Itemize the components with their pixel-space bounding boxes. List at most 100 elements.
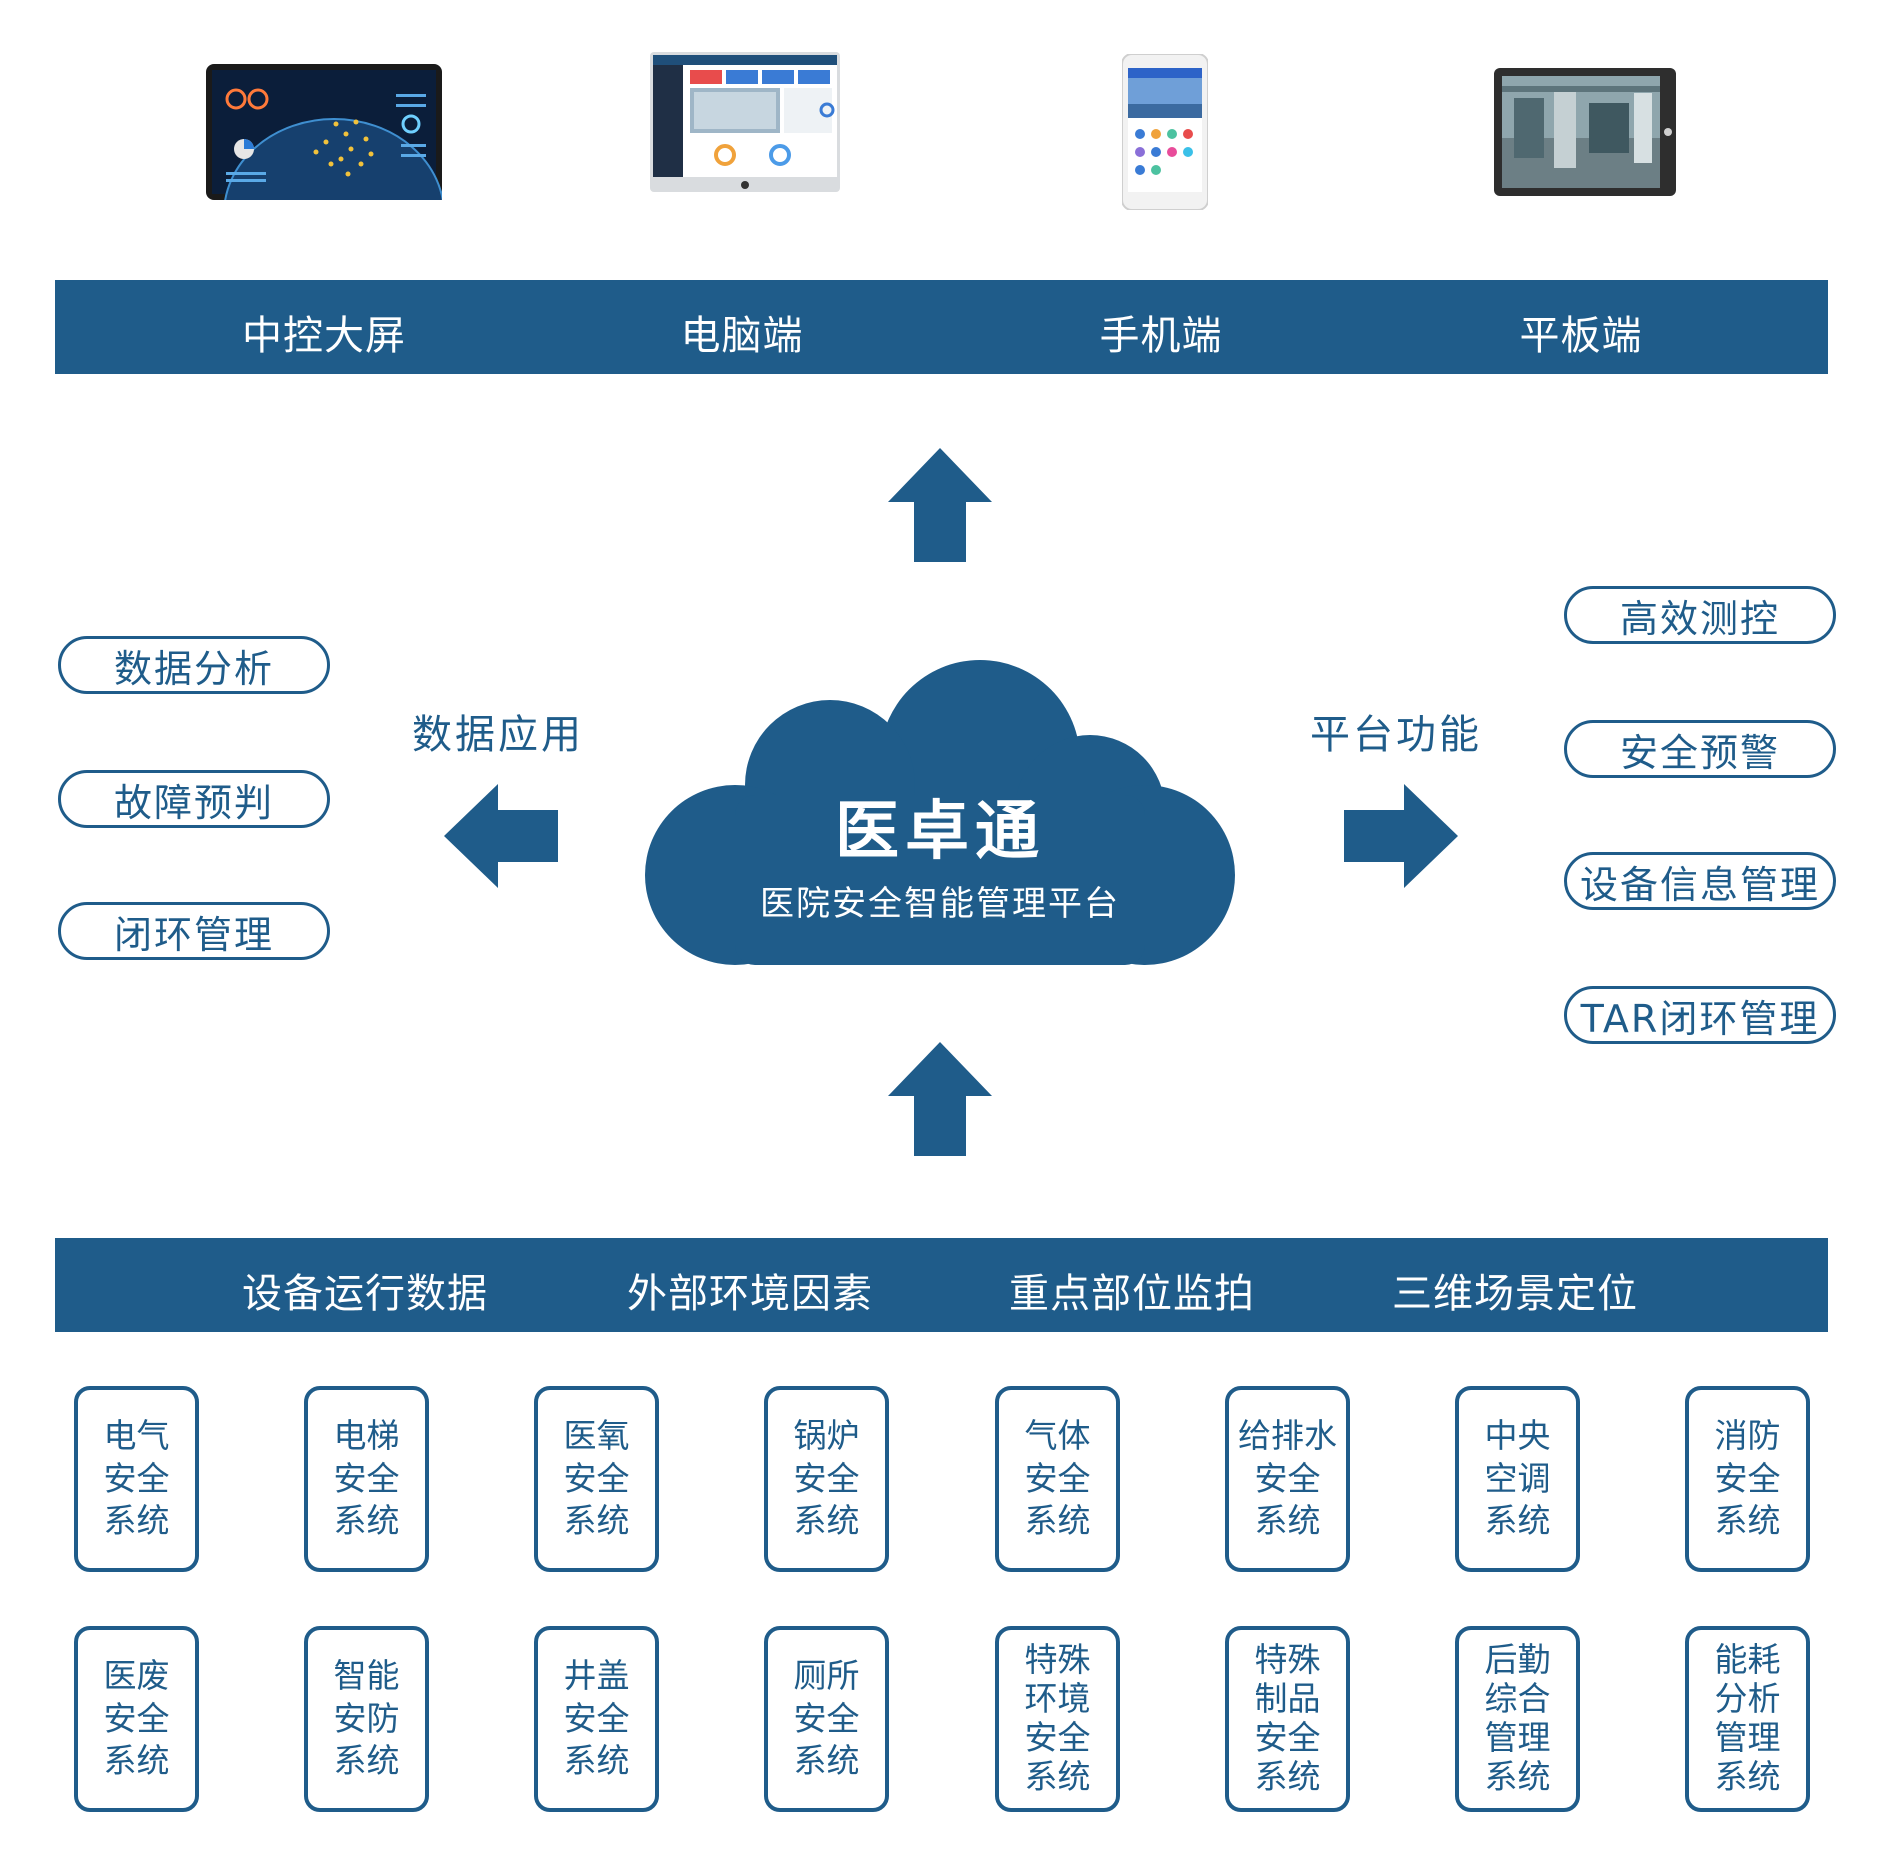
- arrow-right-icon: [1344, 784, 1458, 888]
- data-source-banner: 设备运行数据 外部环境因素 重点部位监拍 三维场景定位: [55, 1238, 1828, 1332]
- platform-functions-title: 平台功能: [1310, 712, 1482, 758]
- subsystem-text: 电梯: [333, 1415, 400, 1455]
- subsystem-box: 气体 安全 系统: [995, 1386, 1120, 1572]
- subsystem-text: 管理: [1484, 1718, 1551, 1757]
- desktop-dashboard-illustration: [650, 52, 840, 192]
- subsystem-text: 电气: [103, 1415, 170, 1455]
- subsystem-text: 系统: [1714, 1501, 1781, 1541]
- terminal-banner: 中控大屏 电脑端 手机端 平板端: [55, 280, 1828, 374]
- subsystem-box: 消防 安全 系统: [1685, 1386, 1810, 1572]
- subsystem-text: 系统: [793, 1741, 860, 1781]
- arrow-left-icon: [444, 784, 558, 888]
- subsystem-text: 医氧: [563, 1415, 630, 1455]
- platform-function-item: 设备信息管理: [1564, 852, 1836, 910]
- subsystem-text: 安全: [1254, 1458, 1321, 1498]
- subsystem-text: 安全: [1024, 1458, 1091, 1498]
- subsystem-text: 系统: [1484, 1756, 1551, 1796]
- subsystem-text: 安全: [1254, 1718, 1321, 1757]
- subsystem-text: 特殊: [1254, 1640, 1321, 1680]
- subsystem-text: 安全: [563, 1458, 630, 1498]
- tablet-equipment-room-illustration: [1494, 68, 1676, 196]
- cloud-shape: [645, 660, 1235, 965]
- subsystem-box: 中央 空调 系统: [1455, 1386, 1580, 1572]
- subsystem-text: 安全: [793, 1458, 860, 1498]
- platform-function-item: 安全预警: [1564, 720, 1836, 778]
- data-source-label: 三维场景定位: [1392, 1271, 1638, 1317]
- data-application-item: 故障预判: [58, 770, 330, 828]
- arrow-up-top-icon: [888, 448, 992, 562]
- subsystem-box: 电梯 安全 系统: [304, 1386, 429, 1572]
- subsystem-box: 特殊 制品 安全 系统: [1225, 1626, 1350, 1812]
- data-application-item: 闭环管理: [58, 902, 330, 960]
- subsystem-text: 系统: [333, 1741, 400, 1781]
- tablet-device-image: [1494, 68, 1676, 196]
- mobile-app-illustration: [1121, 53, 1209, 211]
- subsystem-box: 医废 安全 系统: [74, 1626, 199, 1812]
- subsystem-text: 安全: [1714, 1458, 1781, 1498]
- mobile-phone-device-image: [1121, 53, 1209, 211]
- platform-function-item: TAR闭环管理: [1564, 986, 1836, 1044]
- arrow-up-bottom-icon: [888, 1042, 992, 1156]
- terminal-label-large-screen: 中控大屏: [242, 313, 406, 359]
- subsystem-text: 安防: [333, 1698, 400, 1738]
- subsystem-text: 管理: [1714, 1718, 1781, 1757]
- subsystem-text: 综合: [1484, 1679, 1551, 1719]
- subsystem-text: 安全: [793, 1698, 860, 1738]
- data-source-label: 设备运行数据: [242, 1271, 488, 1317]
- subsystem-text: 中央: [1484, 1415, 1551, 1455]
- subsystem-box: 后勤 综合 管理 系统: [1455, 1626, 1580, 1812]
- subsystem-text: 系统: [563, 1501, 630, 1541]
- subsystem-text: 分析: [1714, 1679, 1781, 1719]
- subsystem-text: 系统: [1484, 1501, 1551, 1541]
- subsystem-text: 医废: [103, 1655, 170, 1695]
- platform-subtitle: 医院安全智能管理平台: [760, 884, 1120, 924]
- subsystem-text: 系统: [1254, 1501, 1321, 1541]
- subsystem-text: 消防: [1714, 1415, 1781, 1455]
- subsystem-box: 特殊 环境 安全 系统: [995, 1626, 1120, 1812]
- subsystem-text: 后勤: [1484, 1640, 1551, 1680]
- subsystem-text: 系统: [563, 1741, 630, 1781]
- subsystem-box: 能耗 分析 管理 系统: [1685, 1626, 1810, 1812]
- data-source-label: 外部环境因素: [627, 1271, 873, 1317]
- subsystem-text: 气体: [1024, 1415, 1091, 1455]
- subsystem-text: 安全: [563, 1698, 630, 1738]
- subsystem-box: 给排水 安全 系统: [1225, 1386, 1350, 1572]
- subsystem-text: 制品: [1254, 1679, 1321, 1719]
- subsystem-box: 井盖 安全 系统: [534, 1626, 659, 1812]
- subsystem-text: 系统: [1024, 1501, 1091, 1541]
- subsystem-text: 给排水: [1238, 1415, 1337, 1455]
- subsystem-box: 厕所 安全 系统: [764, 1626, 889, 1812]
- subsystem-text: 系统: [793, 1501, 860, 1541]
- data-application-title: 数据应用: [412, 712, 584, 758]
- subsystem-box: 智能 安防 系统: [304, 1626, 429, 1812]
- subsystem-text: 井盖: [563, 1655, 630, 1695]
- subsystem-text: 环境: [1024, 1679, 1091, 1719]
- platform-function-item: 高效测控: [1564, 586, 1836, 644]
- subsystem-text: 智能: [333, 1655, 400, 1695]
- subsystem-text: 系统: [1254, 1756, 1321, 1796]
- subsystem-text: 系统: [103, 1501, 170, 1541]
- subsystem-text: 锅炉: [793, 1415, 860, 1455]
- desktop-monitor-device-image: [650, 52, 840, 192]
- subsystem-text: 安全: [103, 1458, 170, 1498]
- subsystem-box: 锅炉 安全 系统: [764, 1386, 889, 1572]
- subsystem-text: 特殊: [1024, 1640, 1091, 1680]
- subsystem-text: 厕所: [793, 1655, 860, 1695]
- subsystem-text: 空调: [1484, 1458, 1551, 1498]
- terminal-label-tablet: 平板端: [1519, 313, 1643, 359]
- data-source-label: 重点部位监拍: [1009, 1271, 1255, 1317]
- terminal-label-mobile: 手机端: [1099, 313, 1223, 359]
- subsystem-box: 电气 安全 系统: [74, 1386, 199, 1572]
- platform-title: 医卓通: [835, 795, 1045, 869]
- subsystem-text: 安全: [333, 1458, 400, 1498]
- subsystem-text: 系统: [1714, 1756, 1781, 1796]
- data-application-item: 数据分析: [58, 636, 330, 694]
- subsystem-text: 能耗: [1714, 1640, 1781, 1680]
- subsystem-text: 系统: [1024, 1756, 1091, 1796]
- subsystem-text: 安全: [1024, 1718, 1091, 1757]
- subsystem-text: 系统: [333, 1501, 400, 1541]
- dashboard-screen-illustration: [206, 64, 445, 310]
- subsystem-text: 安全: [103, 1698, 170, 1738]
- terminal-label-desktop: 电脑端: [680, 313, 804, 359]
- subsystem-box: 医氧 安全 系统: [534, 1386, 659, 1572]
